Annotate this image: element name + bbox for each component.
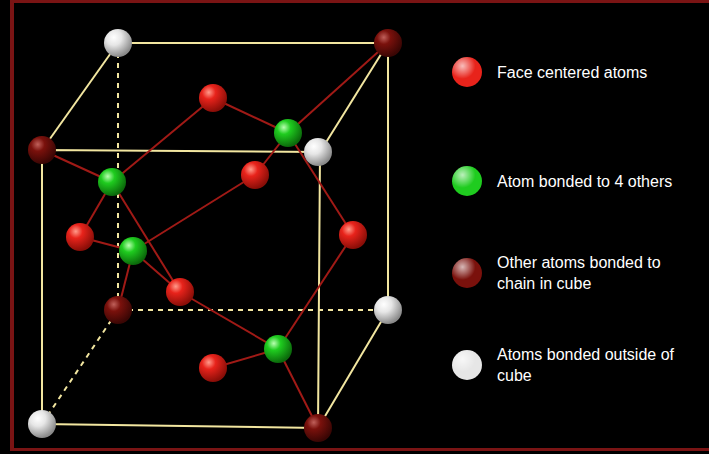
cube-edges <box>42 43 388 428</box>
legend-swatch <box>452 258 482 288</box>
legend-row: Atoms bonded outside of cube <box>452 344 697 386</box>
legend-row: Face centered atoms <box>452 57 697 87</box>
legend: Face centered atomsAtom bonded to 4 othe… <box>452 0 709 454</box>
legend-row: Atom bonded to 4 others <box>452 166 697 196</box>
bonds <box>42 43 388 428</box>
tetrahedral-atoms <box>98 119 302 363</box>
legend-text: Atom bonded to 4 others <box>497 171 697 192</box>
corner-atoms-dark <box>28 29 402 442</box>
face-atoms <box>66 84 367 382</box>
legend-swatch <box>452 350 482 380</box>
legend-swatch <box>452 166 482 196</box>
corner-atoms-white <box>28 29 402 438</box>
legend-row: Other atoms bonded to chain in cube <box>452 252 697 294</box>
legend-text: Other atoms bonded to chain in cube <box>497 252 697 294</box>
legend-text: Atoms bonded outside of cube <box>497 344 697 386</box>
legend-text: Face centered atoms <box>497 62 697 83</box>
legend-swatch <box>452 57 482 87</box>
